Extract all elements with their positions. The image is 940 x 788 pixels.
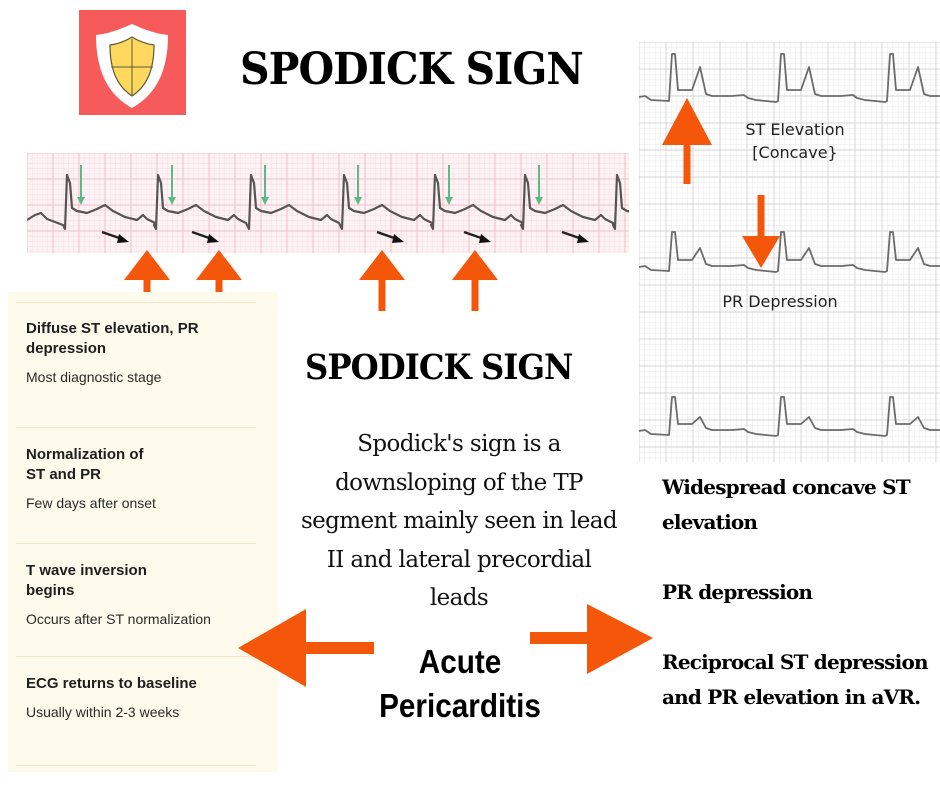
green-marker-arrow-icon bbox=[168, 165, 176, 205]
logo bbox=[79, 10, 186, 115]
section-title: SPODICK SIGN bbox=[305, 347, 573, 388]
stage-item: T wave inversion begins Occurs after ST … bbox=[26, 561, 266, 629]
up-arrow-icon bbox=[662, 98, 712, 184]
green-marker-arrow-icon bbox=[445, 165, 453, 205]
black-marker-arrow-icon bbox=[561, 230, 589, 243]
divider bbox=[16, 765, 256, 766]
stage-title: ECG returns to baseline bbox=[26, 675, 197, 692]
stage-item: Diffuse ST elevation, PR depression Most… bbox=[26, 319, 266, 387]
green-marker-arrow-icon bbox=[535, 165, 543, 205]
right-arrow-icon bbox=[530, 604, 653, 674]
finding-item: Widespread concave ST elevation bbox=[662, 475, 911, 534]
left-arrow-icon bbox=[238, 609, 374, 687]
divider bbox=[16, 427, 256, 428]
black-marker-arrow-icon bbox=[101, 230, 129, 243]
st-elevation-label: ST Elevation [Concave} bbox=[740, 118, 850, 164]
page-title: SPODICK SIGN bbox=[240, 44, 584, 95]
ecg-trace bbox=[639, 53, 940, 103]
ecg-trace bbox=[27, 173, 629, 231]
st-elevation-text: ST Elevation bbox=[745, 120, 845, 139]
stage-desc: Occurs after ST normalization bbox=[26, 611, 211, 627]
up-arrow-icon bbox=[359, 250, 405, 311]
divider bbox=[16, 656, 256, 657]
up-arrow-icon bbox=[452, 250, 498, 311]
stage-title: Normalization of ST and PR bbox=[26, 446, 144, 483]
stage-desc: Usually within 2-3 weeks bbox=[26, 704, 180, 720]
green-marker-arrow-icon bbox=[261, 165, 269, 205]
stage-desc: Few days after onset bbox=[26, 495, 156, 511]
ecg-trace bbox=[639, 396, 940, 437]
divider bbox=[16, 302, 256, 303]
green-marker-arrow-icon bbox=[354, 165, 362, 205]
finding-item: Reciprocal ST depression and PR elevatio… bbox=[662, 650, 929, 709]
finding-item: PR depression bbox=[662, 580, 813, 604]
stages-card: Diffuse ST elevation, PR depression Most… bbox=[8, 292, 278, 772]
black-marker-arrow-icon bbox=[191, 230, 219, 243]
black-marker-arrow-icon bbox=[376, 230, 404, 243]
green-marker-arrow-icon bbox=[77, 165, 85, 205]
stage-desc: Most diagnostic stage bbox=[26, 369, 162, 385]
divider bbox=[16, 543, 256, 544]
stage-item: ECG returns to baseline Usually within 2… bbox=[26, 674, 266, 722]
stage-title: T wave inversion begins bbox=[26, 562, 147, 599]
down-arrow-icon bbox=[742, 195, 780, 268]
st-elevation-subtext: [Concave} bbox=[752, 143, 838, 162]
ecg-trace bbox=[639, 231, 940, 273]
condition-name: Acute Pericarditis bbox=[379, 643, 541, 724]
spodick-description: Spodick's sign is a downsloping of the T… bbox=[300, 431, 618, 611]
stage-item: Normalization of ST and PR Few days afte… bbox=[26, 445, 266, 513]
findings-list: Widespread concave ST elevation PR depre… bbox=[662, 470, 932, 750]
shield-icon bbox=[96, 24, 168, 108]
stage-title: Diffuse ST elevation, PR depression bbox=[26, 320, 199, 357]
ecg-rhythm-strip bbox=[27, 153, 629, 253]
pr-depression-label: PR Depression bbox=[722, 292, 838, 311]
black-marker-arrow-icon bbox=[463, 230, 491, 243]
